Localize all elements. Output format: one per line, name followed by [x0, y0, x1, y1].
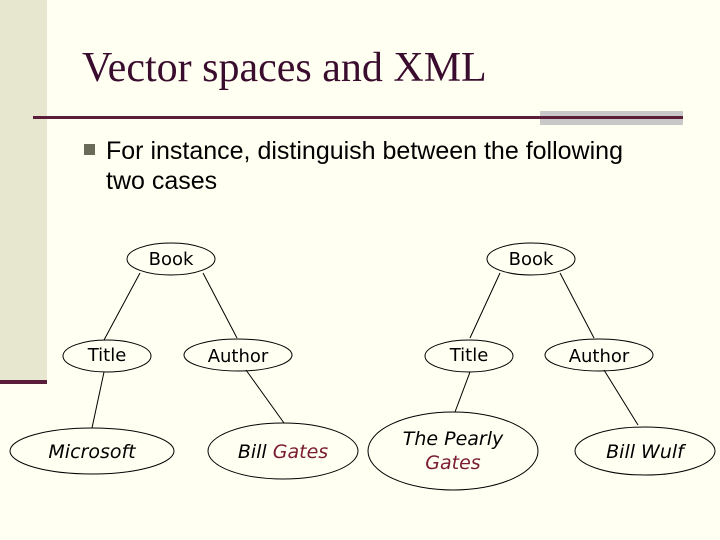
- node-title-left: [62, 339, 152, 373]
- label-title-left: Title: [87, 345, 127, 366]
- right-tree-edges: [454, 272, 639, 426]
- node-author-right: [544, 338, 654, 372]
- author-first-name-left: Bill: [238, 441, 268, 463]
- edge-book-title-left: [103, 272, 141, 341]
- edge-book-title-right: [469, 272, 501, 339]
- label-title-value-right-line2: Gates: [425, 452, 481, 474]
- label-title-value-left: Microsoft: [48, 441, 137, 463]
- edge-book-author-right: [559, 272, 595, 339]
- node-book-left: [126, 242, 216, 276]
- label-author-value-right: Bill Wulf: [606, 441, 687, 463]
- label-book-right: Book: [509, 249, 554, 270]
- edge-author-value-right: [603, 369, 639, 426]
- node-author-left: [183, 338, 293, 372]
- edge-book-author-left: [202, 272, 238, 339]
- left-band-rule: [0, 380, 47, 384]
- title-rule-accent-line: [540, 116, 683, 119]
- edge-title-value-left: [91, 371, 105, 429]
- label-author-value-left: Bill Gates: [238, 441, 328, 463]
- bullet-text: For instance, distinguish between the fo…: [106, 137, 623, 195]
- bullet-item: For instance, distinguish between the fo…: [84, 136, 644, 196]
- edge-author-value-left: [245, 369, 285, 424]
- node-title-right: [424, 339, 514, 373]
- left-decorative-band: [0, 0, 47, 384]
- edge-title-value-right: [454, 371, 471, 413]
- node-author-value-left: [207, 422, 359, 480]
- slide-title: Vector spaces and XML: [82, 45, 487, 91]
- label-book-left: Book: [149, 249, 194, 270]
- node-title-value-left: [9, 427, 175, 475]
- label-title-right: Title: [449, 345, 489, 366]
- node-title-value-right: [367, 411, 539, 491]
- author-last-name-left: Gates: [273, 441, 329, 463]
- label-author-left: Author: [208, 346, 269, 367]
- label-author-right: Author: [569, 346, 630, 367]
- square-bullet-icon: [84, 144, 95, 155]
- node-book-right: [486, 242, 576, 276]
- label-title-value-right-line1: The Pearly: [403, 428, 504, 450]
- left-tree-edges: [91, 272, 285, 429]
- title-rule: [33, 116, 683, 119]
- node-author-value-right: [574, 426, 716, 476]
